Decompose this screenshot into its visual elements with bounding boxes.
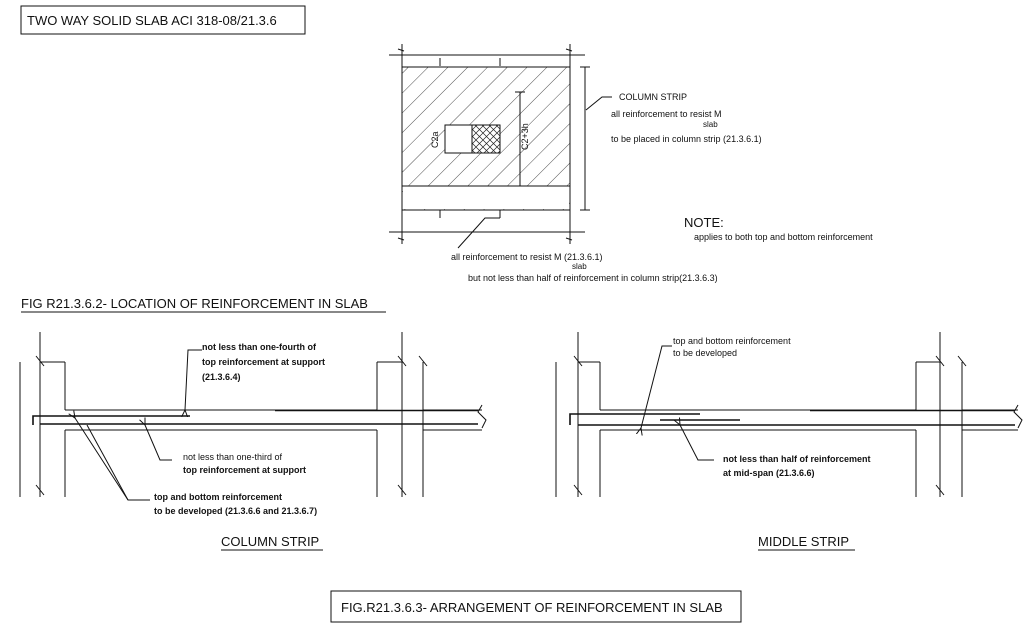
column-strip-section	[19, 332, 487, 501]
ms-note1-line2: to be developed	[673, 348, 737, 358]
plan-bottom-sub: slab	[572, 262, 587, 271]
plan-bottom-line2: but not less than half of reinforcement …	[468, 273, 718, 283]
ms-note2-line2: at mid-span (21.3.6.6)	[723, 468, 815, 478]
note-text: applies to both top and bottom reinforce…	[694, 232, 873, 242]
fig2-caption: FIG.R21.3.6.3- ARRANGEMENT OF REINFORCEM…	[341, 600, 723, 615]
note-title: NOTE:	[684, 215, 724, 230]
ms-note1-line1: top and bottom reinforcement	[673, 336, 791, 346]
cs-note1-line2: top reinforcement at support	[202, 357, 325, 367]
column-strip-line1: all reinforcement to resist M	[611, 109, 722, 119]
column-strip-title: COLUMN STRIP	[619, 92, 687, 102]
cs-note1-line3: (21.3.6.4)	[202, 372, 241, 382]
dim-label-c2a: C2a	[430, 131, 440, 148]
middle-strip-section	[555, 332, 1023, 497]
middle-strip-caption: MIDDLE STRIP	[758, 534, 849, 549]
fig1-caption: FIG R21.3.6.2- LOCATION OF REINFORCEMENT…	[21, 296, 368, 311]
cs-note2-line2: top reinforcement at support	[183, 465, 306, 475]
page-title: TWO WAY SOLID SLAB ACI 318-08/21.3.6	[27, 13, 277, 28]
dim-label-c2b: C2+3h	[520, 123, 530, 150]
header-title-box: TWO WAY SOLID SLAB ACI 318-08/21.3.6	[20, 5, 306, 35]
cs-note1-line1: not less than one-fourth of	[202, 342, 317, 352]
column-strip-caption: COLUMN STRIP	[221, 534, 319, 549]
cs-note3-line2: to be developed (21.3.6.6 and 21.3.6.7)	[154, 506, 317, 516]
fig2-caption-box: FIG.R21.3.6.3- ARRANGEMENT OF REINFORCEM…	[330, 590, 742, 623]
plan-bottom-line1: all reinforcement to resist M (21.3.6.1)	[451, 252, 603, 262]
cs-note2-line1: not less than one-third of	[183, 452, 283, 462]
plan-view	[389, 44, 612, 249]
cs-note3-line1: top and bottom reinforcement	[154, 492, 282, 502]
column-strip-sub: slab	[703, 120, 718, 129]
column-strip-line2: to be placed in column strip (21.3.6.1)	[611, 134, 762, 144]
ms-note2-line1: not less than half of reinforcement	[723, 454, 871, 464]
